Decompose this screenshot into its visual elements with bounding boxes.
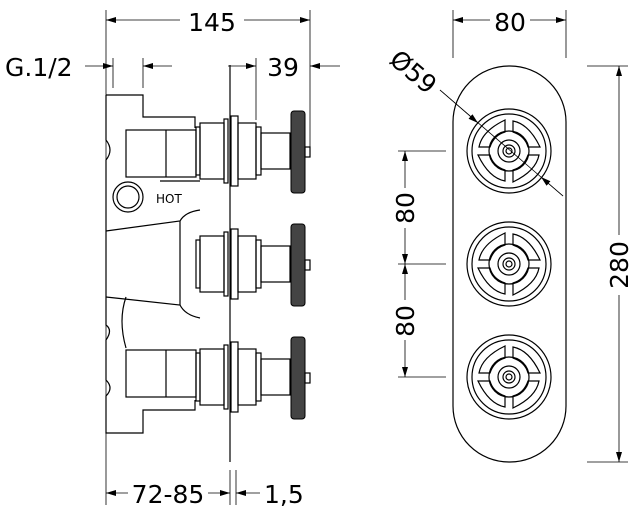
handle-wheels: [466, 108, 552, 420]
front-view: 80 Ø59 80 80 280: [384, 6, 634, 463]
dim-39-label: 39: [267, 53, 299, 82]
cartridges: [195, 110, 311, 420]
hot-inlet-label: HOT: [156, 192, 182, 206]
dim-plate-thickness: 1,5: [235, 470, 304, 509]
cartridge-side: [195, 223, 311, 307]
dim-280-label: 280: [605, 241, 634, 289]
side-view: 145 G.1/2 39: [5, 6, 340, 509]
dim-inlet-thread: G.1/2: [5, 53, 172, 88]
dim-projection: 39: [228, 53, 340, 120]
knurled-knob: [290, 110, 306, 194]
cover-plate: [452, 65, 567, 463]
dim-145-label: 145: [188, 8, 236, 37]
knurled-knob: [290, 223, 306, 307]
valve-body: HOT: [105, 94, 201, 434]
dim-g12-label: G.1/2: [5, 53, 73, 82]
dim-72-85-label: 72-85: [132, 480, 205, 509]
handle-wheel: [466, 221, 552, 307]
cartridge-side: [195, 336, 311, 420]
dim-80-spacing-2-label: 80: [391, 305, 420, 337]
dim-plate-height: 280: [587, 65, 634, 463]
dim-80-width-label: 80: [494, 8, 526, 37]
dim-handle-spacing: 80 80: [391, 150, 446, 378]
handle-wheel: [466, 108, 552, 194]
dim-diameter-label: Ø59: [384, 44, 442, 99]
dim-1-5-label: 1,5: [264, 480, 304, 509]
cartridge-side: [195, 110, 311, 194]
handle-wheel: [466, 334, 552, 420]
knurled-knob: [290, 336, 306, 420]
dim-80-spacing-1-label: 80: [391, 192, 420, 224]
dim-plate-width: 80: [452, 6, 567, 58]
dim-overall-depth: 145: [105, 6, 311, 505]
dim-wall-depth: 72-85: [106, 470, 231, 509]
